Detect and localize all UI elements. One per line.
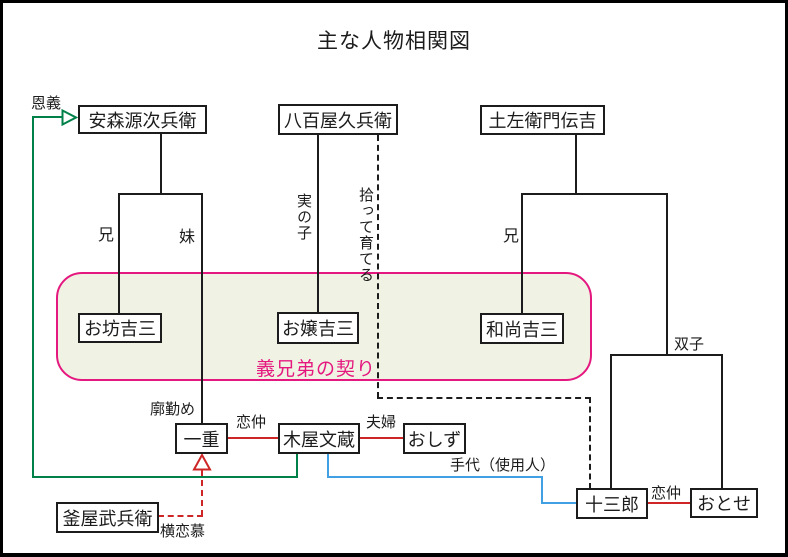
edge-twins-jusaburo (610, 354, 612, 489)
label-ani-left: 兄 (98, 227, 115, 244)
edge-tedai-vertical (541, 476, 543, 504)
edge-yokorenbo-vertical (201, 470, 203, 516)
label-koinaka-2: 恋仲 (651, 486, 682, 502)
ongi-arrowhead-icon (61, 109, 78, 126)
node-kamaya: 釜屋武兵衛 (56, 502, 159, 533)
node-kiya: 木屋文蔵 (278, 423, 360, 454)
edge-tedai-horizontal2 (541, 502, 577, 504)
edge-yasumori-obo (118, 193, 120, 314)
node-osho: 和尚吉三 (480, 313, 564, 344)
edge-yasumori-stem (160, 133, 162, 194)
label-hirotte: 拾って育てる (357, 187, 373, 283)
node-otose: おとせ (690, 488, 758, 518)
node-hitoe: 一重 (175, 423, 228, 454)
edge-jusaburo-otose-love (648, 502, 690, 504)
label-fufu: 夫婦 (366, 415, 397, 431)
label-ongi: 恩義 (31, 96, 62, 112)
edge-dozaemon-fork (521, 193, 668, 195)
node-dozaemon: 土左衛門伝吉 (480, 105, 605, 135)
edge-ongi-left (32, 116, 34, 477)
edge-hirotte-vertical2 (589, 397, 591, 489)
edge-ongi-up-from-kiya (296, 453, 298, 477)
node-oshizu: おしず (403, 423, 466, 454)
edge-tedai-horizontal1 (327, 476, 543, 478)
edge-hitoe-kiya-love (228, 437, 278, 439)
label-kuruwa: 廓勤め (150, 402, 196, 418)
node-yasumori: 安森源次兵衛 (78, 105, 207, 134)
edge-yasumori-hitoe (201, 193, 203, 424)
label-futago: 双子 (674, 337, 705, 353)
yokorenbo-arrowhead-icon (192, 453, 212, 471)
node-ojo: お嬢吉三 (277, 312, 359, 344)
sworn-brothers-group-label: 義兄弟の契り (256, 359, 377, 380)
label-yokorenbo: 横恋慕 (160, 524, 206, 540)
edge-dozaemon-stem (575, 135, 577, 195)
edge-yaoya-ojo (317, 135, 319, 314)
edge-twins-otose (721, 354, 723, 489)
edge-kiya-oshizu-couple (360, 437, 403, 439)
edge-hirotte-horizontal (377, 397, 591, 399)
label-minoko: 実の子 (295, 193, 311, 241)
node-yaoya: 八百屋久兵衛 (278, 104, 398, 135)
label-koinaka-1: 恋仲 (236, 415, 267, 431)
edge-yasumori-fork (118, 193, 203, 195)
edge-twins-fork (610, 354, 723, 356)
edge-tedai-down-from-kiya (327, 453, 329, 477)
label-imoto: 妹 (179, 229, 196, 246)
node-obo: お坊吉三 (78, 313, 162, 343)
edge-dozaemon-osho (521, 193, 523, 314)
edge-yokorenbo-horizontal (158, 515, 203, 517)
edge-dozaemon-twins (666, 193, 668, 356)
edge-ongi-bottom (32, 476, 298, 478)
node-jusaburo: 十三郎 (576, 488, 648, 519)
edge-hirotte-vertical1 (377, 135, 379, 398)
diagram-title: 主な人物相関図 (317, 29, 471, 53)
label-tedai: 手代（使用人） (450, 458, 556, 474)
label-ani-right: 兄 (503, 228, 520, 245)
edge-ongi-top (32, 116, 64, 118)
